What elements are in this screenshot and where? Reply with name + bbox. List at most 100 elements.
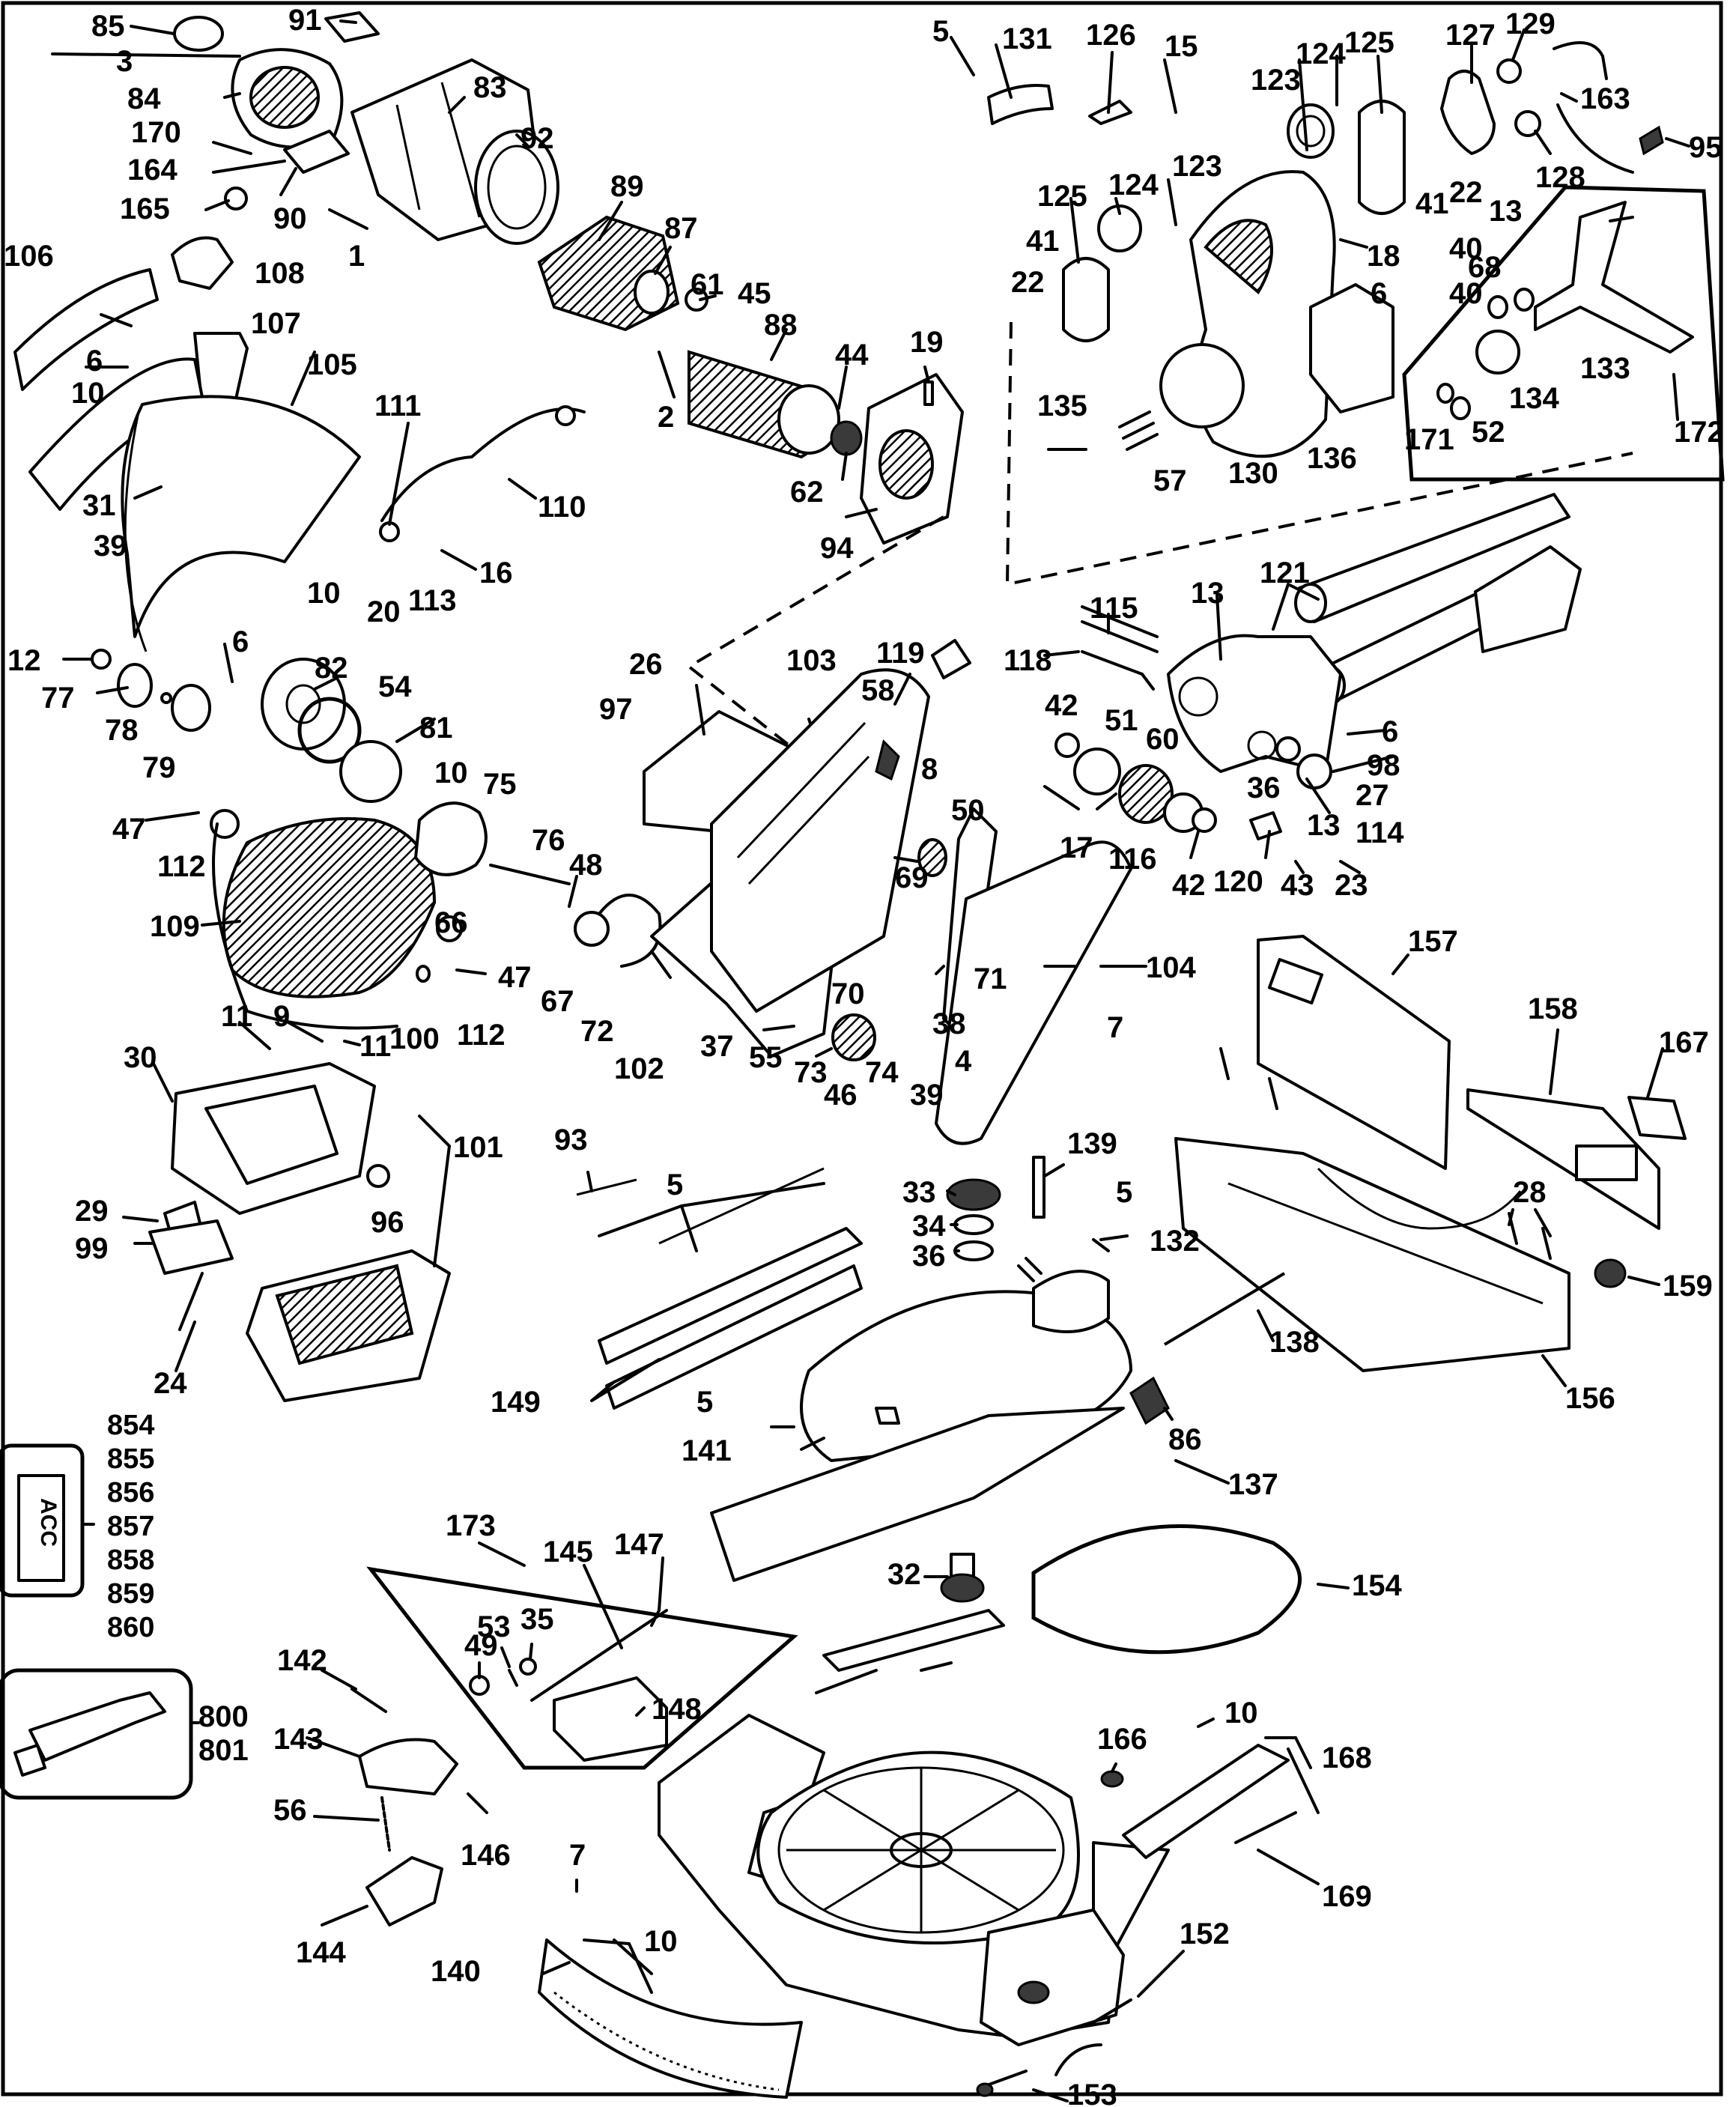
part-36: [1275, 736, 1301, 762]
part-87-bearing: [634, 270, 670, 315]
label-857: 857: [107, 1511, 154, 1542]
label-131: 131: [1002, 22, 1052, 55]
dashed-ref-line-right: [1005, 321, 1633, 586]
part-79-washer: [171, 684, 211, 732]
part-35: [519, 1658, 537, 1676]
part-120: [1249, 811, 1282, 840]
label-140: 140: [431, 1955, 481, 1988]
label-91: 91: [288, 4, 322, 37]
label-133: 133: [1580, 352, 1630, 385]
part-number-labels: 85 91 3 84 83 170 164 165 90 1 92 89 87 …: [4, 4, 1724, 2107]
label-24: 24: [154, 1367, 187, 1400]
label-28: 28: [1513, 1176, 1547, 1209]
label-1: 1: [348, 240, 365, 273]
part-136-plate: [1309, 283, 1394, 413]
label-101: 101: [453, 1131, 503, 1164]
part-36-washer: [953, 1240, 994, 1261]
label-38: 38: [932, 1007, 966, 1040]
label-40a: 40: [1449, 232, 1483, 265]
label-97: 97: [599, 693, 633, 726]
label-90: 90: [273, 202, 307, 235]
part-42b: [1192, 807, 1217, 833]
label-153: 153: [1067, 2079, 1117, 2107]
label-6d: 6: [1382, 715, 1398, 748]
label-123a: 123: [1251, 64, 1301, 97]
rail-carriage-assembly: [950, 28, 1725, 586]
part-143-lever: [358, 1738, 458, 1795]
label-130: 130: [1228, 457, 1278, 490]
part-77-washer: [117, 663, 153, 708]
part-154-ring: [1031, 1524, 1302, 1655]
label-11b: 11: [359, 1030, 391, 1063]
label-16: 16: [479, 557, 513, 589]
part-40: [1514, 288, 1535, 312]
label-37: 37: [700, 1030, 734, 1063]
part-134: [1475, 330, 1520, 375]
part-2-screw: [658, 351, 676, 398]
label-859: 859: [107, 1578, 154, 1610]
label-147: 147: [614, 1528, 664, 1561]
part-163-rod: [1553, 41, 1608, 80]
part-145-rod: [530, 1609, 668, 1702]
label-10c: 10: [434, 757, 468, 789]
label-5a: 5: [932, 15, 949, 48]
label-4: 4: [955, 1045, 972, 1078]
label-10a: 10: [71, 377, 105, 410]
label-172: 172: [1674, 416, 1724, 449]
label-165: 165: [120, 192, 170, 225]
label-124a: 124: [1296, 37, 1346, 70]
label-104: 104: [1146, 951, 1196, 984]
part-168-tube: [1122, 1744, 1290, 1859]
part-96: [366, 1164, 390, 1188]
label-40b: 40: [1449, 277, 1483, 310]
part-124b: [1097, 204, 1142, 252]
part-52: [1450, 396, 1471, 420]
label-98: 98: [1367, 749, 1400, 782]
label-11a: 11: [221, 1000, 252, 1033]
label-128: 128: [1535, 161, 1585, 194]
label-39b: 39: [910, 1079, 944, 1112]
label-168: 168: [1322, 1741, 1372, 1774]
part-54-oring: [297, 697, 362, 764]
base-miter-assembly: [538, 1524, 1350, 2103]
label-36b: 36: [912, 1240, 946, 1273]
part-76-rod: [489, 864, 571, 885]
blade-hardware-lower-guard: [62, 643, 662, 1030]
label-49: 49: [464, 1629, 498, 1662]
inset-acc-label: [0, 1443, 85, 1598]
label-858: 858: [107, 1544, 154, 1576]
label-66: 66: [434, 906, 468, 939]
part-105-upper-guard: [121, 395, 361, 638]
part-93-brush: [576, 1178, 637, 1196]
label-121: 121: [1260, 557, 1310, 589]
label-166: 166: [1097, 1723, 1147, 1756]
part-132: [1092, 1238, 1110, 1252]
part-169: [1234, 1811, 1297, 1844]
label-27: 27: [1356, 779, 1389, 812]
label-7a: 7: [1107, 1011, 1123, 1044]
label-124b: 124: [1108, 169, 1159, 201]
label-148: 148: [652, 1693, 702, 1726]
label-3: 3: [116, 45, 133, 78]
part-91-label: [324, 11, 380, 43]
label-55: 55: [749, 1041, 783, 1074]
part-147: [650, 1609, 661, 1627]
label-860: 860: [107, 1612, 154, 1643]
part-165: [224, 187, 248, 210]
part-42a: [1054, 733, 1080, 758]
part-69: [917, 838, 947, 877]
inset-173-frame: [366, 1566, 798, 1770]
part-139-pin: [1032, 1156, 1045, 1219]
part-148-bracket: [553, 1676, 668, 1762]
label-56: 56: [273, 1794, 307, 1827]
part-114: [1296, 754, 1332, 789]
label-167: 167: [1659, 1026, 1709, 1059]
part-86-knob: [1129, 1376, 1170, 1425]
label-116: 116: [1108, 843, 1157, 876]
part-75-bracket: [414, 801, 488, 876]
label-135: 135: [1037, 389, 1087, 422]
label-5d: 5: [696, 1386, 713, 1419]
label-89: 89: [610, 170, 644, 203]
